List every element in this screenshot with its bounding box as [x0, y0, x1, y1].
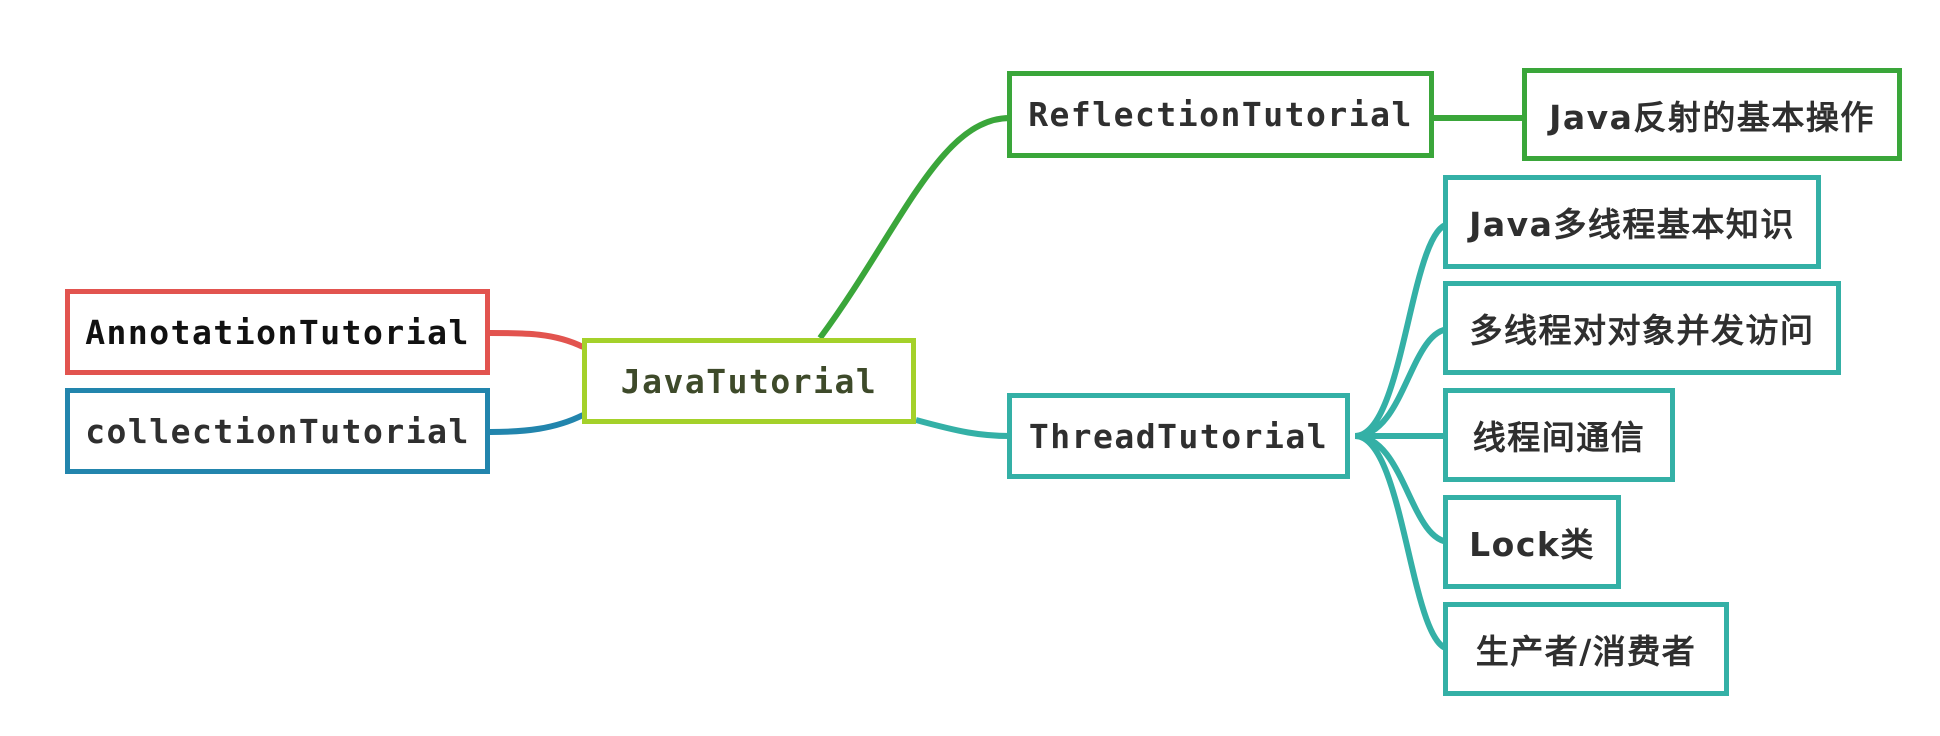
node-thread-child-2-label: 多线程对对象并发访问 [1469, 311, 1815, 350]
node-thread-child-1-label: Java多线程基本知识 [1469, 205, 1795, 244]
node-reflection-tutorial-label: ReflectionTutorial [1028, 95, 1413, 134]
node-annotation-tutorial-label: AnnotationTutorial [85, 312, 470, 352]
node-thread-child-1[interactable]: Java多线程基本知识 [1443, 175, 1821, 269]
link-root-collection [489, 412, 585, 435]
link-root-reflection [817, 115, 1011, 340]
node-thread-child-3-label: 线程间通信 [1472, 418, 1646, 457]
link-root-thread [915, 417, 1011, 439]
link-root-annotation [489, 330, 585, 350]
node-thread-tutorial[interactable]: ThreadTutorial [1007, 393, 1350, 479]
link-thread-child-1 [1354, 221, 1451, 439]
node-collection-tutorial[interactable]: collectionTutorial [65, 388, 490, 474]
node-thread-child-5-label: 生产者/消费者 [1475, 632, 1697, 671]
node-root-java-tutorial[interactable]: JavaTutorial [582, 338, 916, 424]
node-thread-child-2[interactable]: 多线程对对象并发访问 [1443, 281, 1841, 375]
node-thread-child-4[interactable]: Lock类 [1443, 495, 1621, 589]
node-reflection-tutorial[interactable]: ReflectionTutorial [1007, 71, 1434, 158]
node-collection-tutorial-label: collectionTutorial [85, 411, 470, 451]
link-thread-child-4 [1354, 433, 1451, 545]
node-thread-tutorial-label: ThreadTutorial [1028, 416, 1329, 456]
node-reflection-child-1[interactable]: Java反射的基本操作 [1522, 68, 1902, 161]
link-thread-child-2 [1354, 326, 1451, 439]
node-thread-child-4-label: Lock类 [1469, 525, 1595, 564]
node-root-label: JavaTutorial [620, 361, 878, 401]
node-annotation-tutorial[interactable]: AnnotationTutorial [65, 289, 490, 375]
node-reflection-child-1-label: Java反射的基本操作 [1549, 97, 1875, 137]
node-thread-child-5[interactable]: 生产者/消费者 [1443, 602, 1729, 696]
link-thread-child-5 [1354, 433, 1451, 652]
node-thread-child-3[interactable]: 线程间通信 [1443, 388, 1675, 482]
